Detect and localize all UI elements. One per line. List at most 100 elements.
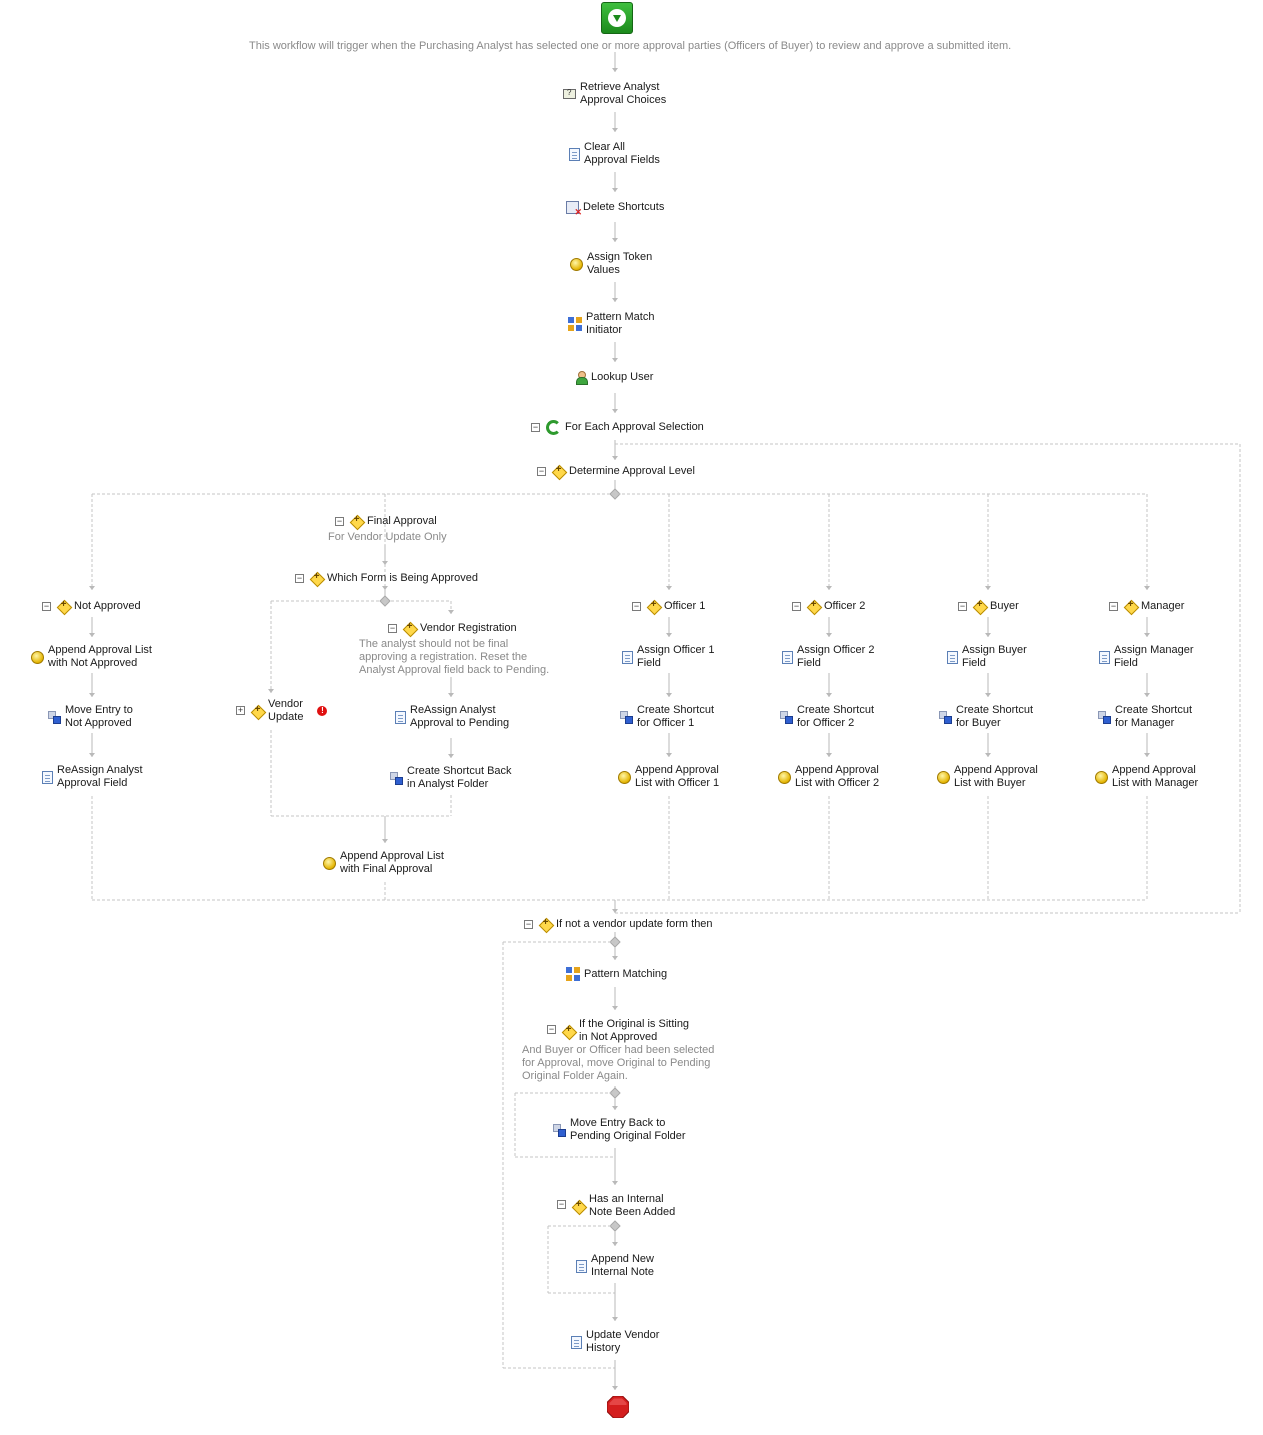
retrieve-icon [563,88,576,99]
connector-arrowhead [612,358,618,362]
collapse-toggle[interactable]: − [537,466,546,476]
move-entry-icon [553,1123,566,1137]
decision-determine-approval-level[interactable]: Determine Approval Level [552,464,695,478]
collapse-toggle[interactable]: − [557,1199,566,1209]
connector-arrowhead [985,633,991,637]
collapse-toggle[interactable]: − [531,422,540,432]
step-pattern-matching[interactable]: Pattern Matching [566,967,667,981]
connector-arrowhead [448,754,454,758]
token-icon [778,770,791,784]
document-icon [622,650,633,664]
connector-arrowhead [612,1106,618,1110]
merge-diamond [379,595,391,607]
decision-which-form-is-being-approved[interactable]: Which Form is Being Approved [310,571,478,585]
branch-not-approved[interactable]: Not Approved [57,599,141,613]
connector-arrowhead [666,753,672,757]
shortcut-icon [620,710,633,724]
token-icon [570,257,583,271]
step-lookup-user[interactable]: Lookup User [575,371,654,385]
collapse-toggle[interactable]: − [295,573,304,583]
expand-toggle[interactable]: + [236,705,245,715]
condition-if-not-vendor-update[interactable]: If not a vendor update form then [539,917,713,931]
document-icon [569,147,580,161]
branch-vendor-registration[interactable]: Vendor Registration [403,621,517,635]
connector-arrowhead [89,753,95,757]
collapse-toggle[interactable]: − [335,516,344,526]
connector-arrowhead [612,68,618,72]
step-label: Lookup User [591,371,654,383]
shortcut-icon [780,710,793,724]
collapse-toggle[interactable]: − [42,601,51,611]
collapse-toggle[interactable]: − [1109,601,1118,611]
document-icon [42,770,53,784]
connector-arrowhead [268,689,274,693]
connector-arrowhead [985,753,991,757]
stop-node[interactable] [607,1396,629,1418]
collapse-toggle[interactable]: − [547,1024,556,1034]
branch-buyer[interactable]: Buyer [973,599,1019,613]
collapse-toggle[interactable]: − [792,601,801,611]
collapse-toggle[interactable]: − [958,601,967,611]
step-delete-shortcuts[interactable]: Delete Shortcuts [566,201,664,218]
connector-arrowhead [1144,693,1150,697]
collapse-toggle[interactable]: − [632,601,641,611]
branch-label: Vendor Registration [420,622,517,634]
collapse-toggle[interactable]: − [524,919,533,929]
loop-for-each-approval-selection[interactable]: For Each Approval Selection [546,420,704,435]
collapse-toggle[interactable]: − [388,623,397,633]
branch-officer-2[interactable]: Officer 2 [807,599,865,613]
branch-officer-1[interactable]: Officer 1 [647,599,705,613]
connector-arrowhead [448,610,454,614]
token-icon [618,770,631,784]
branch-final-approval[interactable]: Final Approval [350,514,437,528]
branch-manager[interactable]: Manager [1124,599,1184,613]
connector-arrowhead [612,956,618,960]
step-label: Pattern Matching [584,967,668,980]
shortcut-icon [1098,710,1111,724]
connector-arrowhead [612,1006,618,1010]
connector-arrowhead [612,238,618,242]
start-node[interactable] [601,2,633,34]
decision-icon [552,464,565,478]
